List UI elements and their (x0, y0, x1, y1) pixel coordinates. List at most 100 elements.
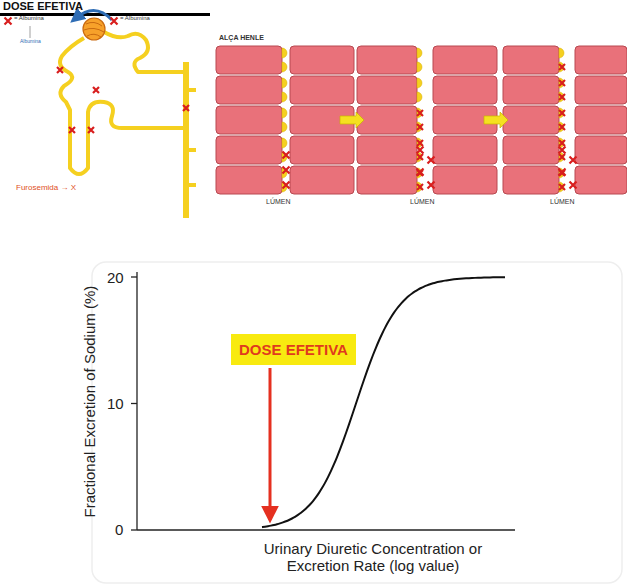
carrier (559, 48, 564, 58)
albumin-x (69, 127, 75, 133)
tubule-cell (503, 166, 559, 194)
tubule-cell (575, 166, 627, 194)
carrier (417, 122, 422, 132)
tubule-cell (503, 136, 559, 164)
carrier (559, 182, 564, 192)
carrier (417, 108, 422, 118)
tubule-cell (357, 106, 417, 134)
carrier (282, 108, 287, 118)
tubule-cell (357, 166, 417, 194)
albumin-x (559, 154, 565, 160)
axis-title: Urinary Diuretic Concentration or Excret… (248, 540, 498, 575)
tick-label: 10 (107, 395, 124, 412)
albumin-x (559, 64, 565, 70)
albumin-x (5, 18, 12, 25)
y-tick (131, 276, 137, 277)
albumin-x (570, 157, 577, 164)
drug-note: Furosemida → X (16, 183, 76, 192)
albumin-x (183, 105, 189, 111)
tubule-cell (575, 46, 627, 74)
carrier (417, 48, 422, 58)
albumin-x (559, 80, 565, 86)
lumen-label: LÚMEN (266, 198, 291, 206)
albumin-x (417, 184, 423, 190)
glomerulus (83, 18, 105, 40)
carrier (282, 78, 287, 88)
highlight-box: DOSE EFETIVA (231, 334, 356, 365)
y-tick (131, 403, 137, 404)
tubule-cell (357, 76, 417, 104)
carrier (282, 62, 287, 72)
carrier (417, 92, 422, 102)
carrier (417, 78, 422, 88)
axis-title: Fractional Excretion of Sodium (%) (81, 286, 98, 518)
carrier (282, 92, 287, 102)
tick-label: 0 (115, 521, 123, 538)
tubule-cell (503, 76, 559, 104)
henle-loop (60, 38, 186, 174)
albumin-x (283, 182, 290, 189)
step-arrow (340, 112, 364, 128)
albumin-x (57, 67, 63, 73)
carrier (417, 62, 422, 72)
carrier (282, 138, 287, 148)
albumin-x (417, 154, 423, 160)
dose-response-curve (262, 277, 505, 527)
albumin-x (417, 140, 423, 146)
legend-note: = Albumina (14, 15, 44, 22)
x-axis (137, 529, 515, 530)
albumin-x (428, 157, 435, 164)
step-arrow (484, 112, 508, 128)
albumin-x (417, 147, 424, 154)
albumin-x (559, 110, 565, 116)
tubule-cell (357, 136, 417, 164)
tubule-cell (216, 46, 282, 74)
albumin-x (559, 94, 565, 100)
albumin-x (93, 87, 99, 93)
albumin-x (88, 127, 94, 133)
tubule-cell (216, 76, 282, 104)
carrier (559, 92, 564, 102)
carrier (559, 62, 564, 72)
tubule-cell (575, 76, 627, 104)
tubule-cell (575, 136, 627, 164)
legend-note: = Albumina (120, 15, 150, 22)
tubule-cell (433, 46, 497, 74)
tick-label: 20 (107, 269, 124, 286)
carrier (559, 108, 564, 118)
tubule-cell (503, 106, 559, 134)
carrier (282, 48, 287, 58)
albumin-x (283, 152, 290, 159)
albumin-x (417, 110, 423, 116)
tubule-cell (216, 106, 282, 134)
lumen-label: LÚMEN (550, 198, 575, 206)
tubule-cell (216, 166, 282, 194)
part-label: Albumina (20, 39, 41, 45)
tubule-cell (575, 106, 627, 134)
tubule-cell (290, 136, 354, 164)
box-text: DOSE EFETIVA (239, 341, 348, 358)
tubule-cell (357, 46, 417, 74)
albumin-x (417, 124, 423, 130)
y-axis (136, 272, 137, 530)
tubule-cell (216, 136, 282, 164)
tubule-cell (290, 76, 354, 104)
albumin-x (428, 182, 435, 189)
tubule-cell (503, 46, 559, 74)
chart-panel (92, 262, 622, 583)
albumin-x (417, 169, 424, 176)
tubule-cell (433, 136, 497, 164)
carrier (417, 182, 422, 192)
y-tick (131, 529, 137, 530)
tubule-cell (433, 166, 497, 194)
segment-label: ALÇA HENLE (219, 34, 264, 42)
tubule-cell (290, 46, 354, 74)
collecting-duct (183, 62, 189, 218)
tubule-cell (290, 166, 354, 194)
albumin-x (559, 169, 566, 176)
lumen-label: LÚMEN (410, 198, 435, 206)
albumin-x (559, 140, 565, 146)
albumin-x (570, 182, 577, 189)
tubule (104, 32, 186, 72)
albumin-x (111, 18, 118, 25)
